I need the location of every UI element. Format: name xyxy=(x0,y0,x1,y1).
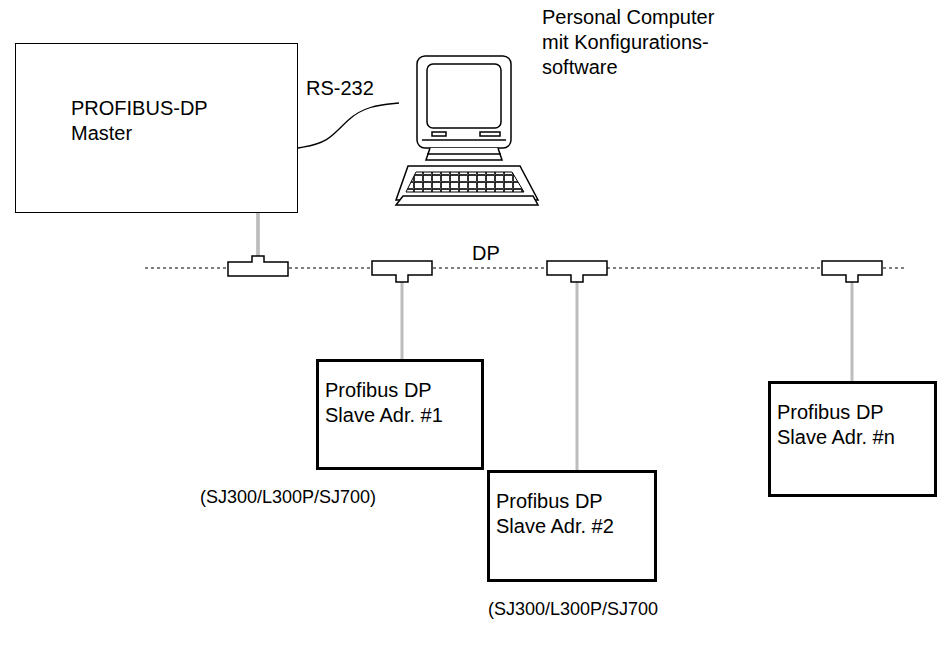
edge-label: RS-232 xyxy=(304,77,376,99)
node-text: Profibus DP Slave Adr. #2 xyxy=(496,489,631,539)
computer: Personal Computer mit Konfigurations- so… xyxy=(395,55,540,205)
slave-box: Profibus DP Slave Adr. #1 xyxy=(316,359,484,470)
node-text: Profibus DP Slave Adr. #n xyxy=(777,400,912,450)
node-text: Profibus DP Slave Adr. #1 xyxy=(325,378,460,428)
bus-drop-line xyxy=(258,213,577,470)
computer-label: Personal Computer mit Konfigurations- so… xyxy=(542,5,732,80)
bus-drop-line xyxy=(258,213,852,381)
slave-box: Profibus DP Slave Adr. #n xyxy=(768,381,937,497)
master-box: PROFIBUS-DP Master xyxy=(15,43,298,213)
bus-drop-line xyxy=(258,213,402,359)
device-type-label: (SJ300/L300P/SJ700) xyxy=(198,486,378,508)
bus-label: DP xyxy=(470,242,502,264)
bus-connector xyxy=(228,256,882,282)
device-type-label: (SJ300/L300P/SJ700 xyxy=(486,598,660,620)
monitor xyxy=(417,56,511,160)
keyboard xyxy=(396,166,538,205)
slave-box: Profibus DP Slave Adr. #2 xyxy=(487,470,657,582)
node-text: PROFIBUS-DP Master xyxy=(71,96,221,146)
rs232-cable xyxy=(298,103,399,148)
